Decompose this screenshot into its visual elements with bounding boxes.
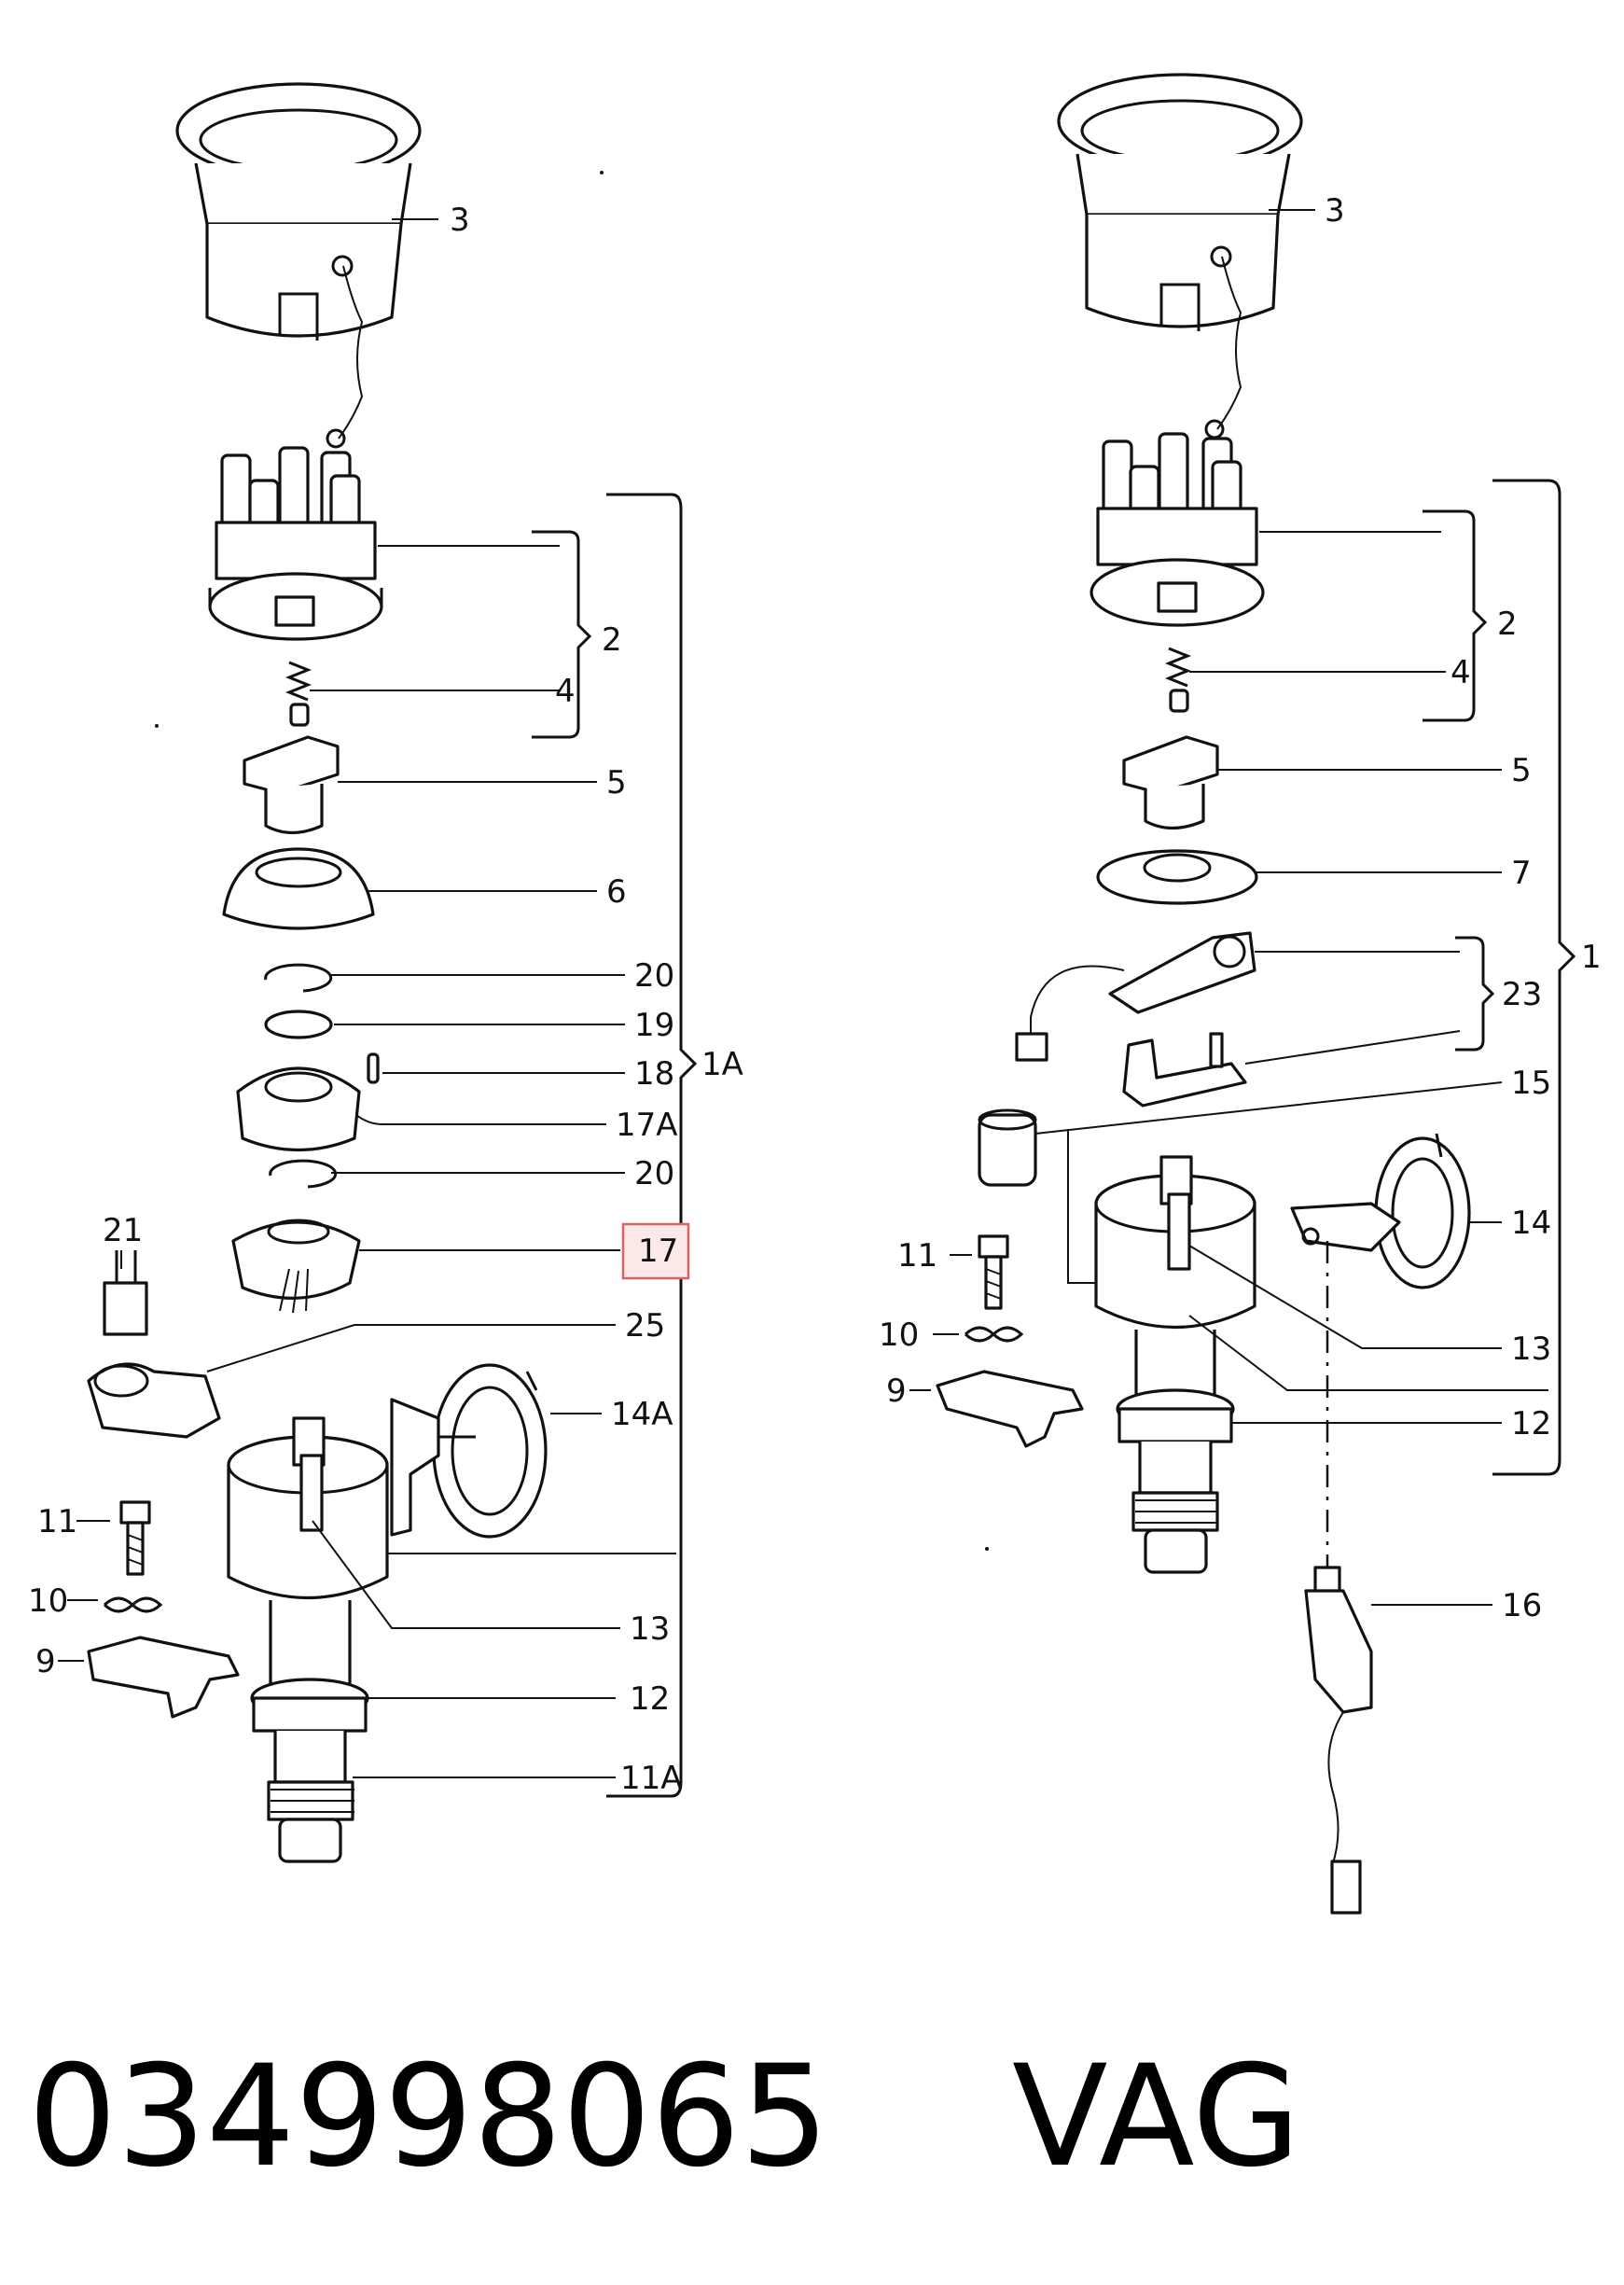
right-bracket-2 (1423, 509, 1488, 722)
right-housing (1094, 1155, 1256, 1574)
right-screw (978, 1234, 1009, 1310)
right-clamp (936, 1370, 1084, 1448)
left-lock-washer (103, 1596, 163, 1613)
left-circlip-lower (269, 1159, 338, 1189)
left-rotor (243, 735, 340, 835)
left-circlip-upper (264, 963, 333, 993)
right-distributor-cap (1090, 432, 1265, 627)
left-labels: 3 2 4 5 6 20 19 18 1A 17A 20 17 21 25 14… (28, 202, 743, 1797)
label-2: 2 (602, 621, 622, 659)
label-19: 19 (634, 1007, 674, 1044)
left-vacuum-unit (390, 1363, 548, 1539)
right-sensor (1304, 1241, 1373, 1915)
right-lock-washer (964, 1326, 1024, 1343)
right-dust-cover (1057, 73, 1303, 439)
left-spring (285, 661, 312, 727)
label-21: 21 (103, 1212, 143, 1249)
label-20b: 20 (634, 1155, 674, 1192)
rlabel-23: 23 (1502, 976, 1542, 1013)
right-leaders (909, 209, 1548, 1606)
left-bracket-2 (532, 530, 592, 739)
rlabel-1: 1 (1581, 939, 1602, 976)
left-pin (367, 1052, 380, 1084)
label-18: 18 (634, 1055, 674, 1093)
right-vacuum-unit (1290, 1133, 1471, 1289)
label-17a: 17A (616, 1107, 678, 1144)
right-spring (1164, 647, 1192, 713)
left-leaders (58, 218, 676, 1778)
label-20: 20 (634, 957, 674, 995)
rlabel-11: 11 (897, 1237, 937, 1275)
rlabel-12: 12 (1511, 1405, 1551, 1442)
right-rotor (1122, 735, 1219, 830)
rlabel-10: 10 (879, 1317, 919, 1354)
rlabel-4: 4 (1450, 654, 1471, 691)
label-9: 9 (35, 1643, 56, 1680)
left-base-plate (236, 1066, 361, 1152)
label-11a: 11A (620, 1760, 683, 1797)
label-17: 17 (638, 1233, 678, 1270)
right-trigger-plate (1122, 1032, 1247, 1108)
left-connector (103, 1250, 148, 1336)
rlabel-13: 13 (1511, 1331, 1551, 1368)
right-bracket-23 (1455, 936, 1495, 1052)
right-trigger-arm (1015, 931, 1256, 1062)
part-number: 034998065 (28, 2036, 829, 2198)
left-trigger-unit (231, 1219, 361, 1314)
label-4: 4 (555, 673, 576, 710)
rlabel-14: 14 (1511, 1205, 1551, 1242)
right-shield (1096, 849, 1258, 905)
rlabel-15: 15 (1511, 1065, 1551, 1102)
label-5: 5 (606, 764, 627, 801)
left-dust-cover (175, 82, 422, 449)
rlabel-7: 7 (1511, 855, 1532, 892)
right-rotor-sleeve (978, 1108, 1037, 1187)
highlight-box (621, 1222, 690, 1280)
rlabel-16: 16 (1502, 1587, 1542, 1624)
left-housing (227, 1416, 389, 1863)
label-3: 3 (450, 202, 470, 239)
left-assembly (87, 82, 698, 1863)
left-screw (119, 1500, 151, 1576)
left-washer (264, 1010, 333, 1039)
rlabel-9: 9 (886, 1372, 907, 1410)
label-25: 25 (625, 1307, 665, 1345)
rlabel-2: 2 (1497, 606, 1518, 643)
left-clamp (87, 1636, 240, 1719)
left-plug-clip (87, 1362, 221, 1439)
right-bracket-1 (1492, 479, 1576, 1476)
label-13: 13 (630, 1610, 670, 1648)
brand-name: VAG (1012, 2036, 1300, 2198)
label-11: 11 (37, 1503, 77, 1540)
label-14a: 14A (611, 1396, 673, 1433)
label-12: 12 (630, 1680, 670, 1718)
left-distributor-cap (208, 446, 383, 641)
right-labels: 3 2 4 5 7 23 1 15 14 11 10 9 13 12 16 (879, 192, 1602, 1624)
left-bracket-1a (606, 493, 698, 1798)
left-shield (222, 847, 375, 930)
rlabel-3: 3 (1325, 192, 1345, 230)
label-1a: 1A (701, 1046, 743, 1083)
rlabel-5: 5 (1511, 752, 1532, 789)
label-10: 10 (28, 1582, 68, 1620)
label-6: 6 (606, 873, 627, 911)
right-assembly (936, 73, 1576, 1915)
